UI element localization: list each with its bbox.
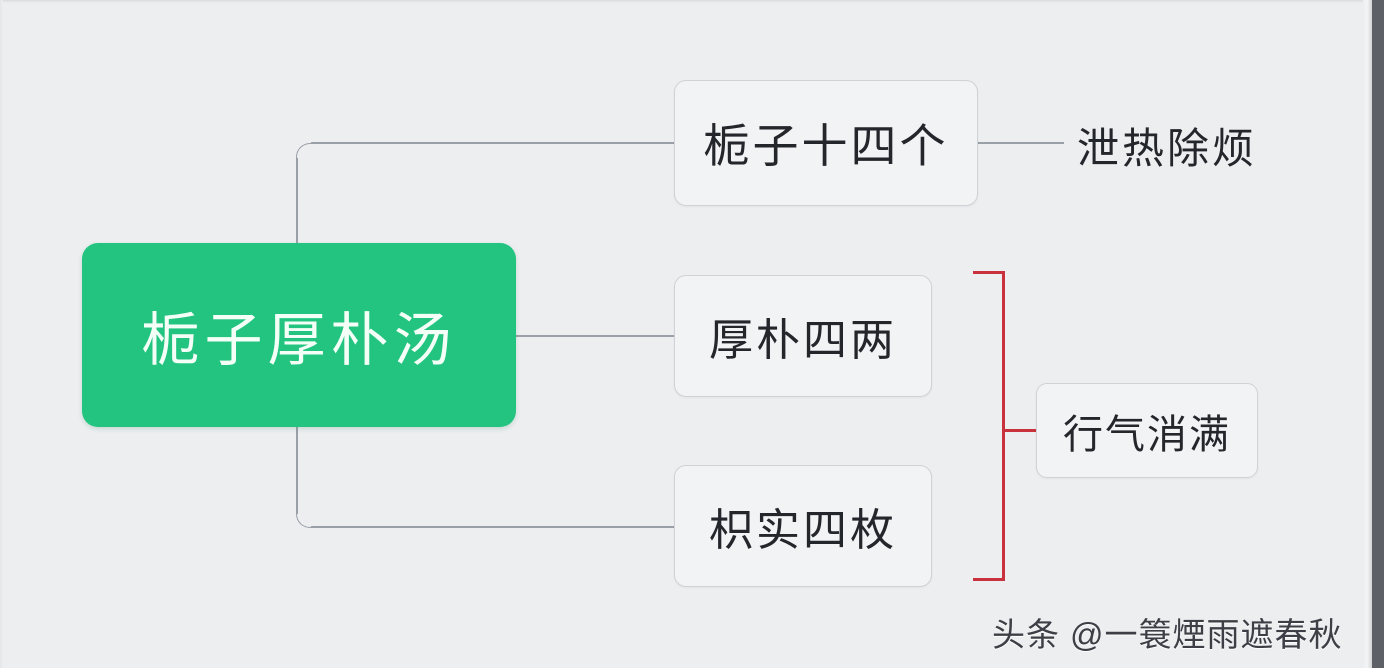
connector-branch-top: [311, 142, 675, 144]
connector-effect-xierechufan: [978, 142, 1064, 144]
branch-node-label: 厚朴四两: [709, 316, 897, 365]
branch-node-zhizi[interactable]: 栀子十四个: [674, 80, 978, 206]
canvas-top-edge: [0, 0, 1384, 4]
effect-label-xierechufan[interactable]: 泄热除烦: [1077, 125, 1258, 172]
connector-corner-bottom: [296, 512, 312, 528]
root-node-zhizi-houpo-tang[interactable]: 栀子厚朴汤: [82, 243, 516, 427]
branch-node-label: 枳实四枚: [709, 506, 897, 555]
connector-spine-upper: [296, 158, 298, 258]
branch-node-zhishi[interactable]: 枳实四枚: [674, 465, 932, 587]
watermark-handle: @一簑煙雨遮春秋: [1070, 616, 1343, 653]
watermark-platform: 头条: [992, 616, 1060, 653]
connector-corner-top: [296, 143, 312, 159]
group-bracket: [973, 271, 1005, 581]
canvas-left-edge: [0, 0, 3, 668]
canvas-right-edge-strip: [1372, 0, 1384, 668]
connector-spine-lower: [296, 412, 298, 514]
group-bracket-stub: [1004, 429, 1038, 432]
effect-node-label: 行气消满: [1063, 412, 1231, 457]
connector-branch-middle: [516, 335, 675, 337]
connector-branch-bottom: [311, 526, 675, 528]
watermark: 头条 @一簑煙雨遮春秋: [992, 608, 1343, 656]
branch-node-houpo[interactable]: 厚朴四两: [674, 275, 932, 397]
effect-node-xingqixiaoman[interactable]: 行气消满: [1036, 383, 1258, 478]
branch-node-label: 栀子十四个: [703, 120, 949, 172]
root-node-label: 栀子厚朴汤: [141, 308, 457, 373]
canvas-right-edge-highlight: [1363, 0, 1372, 668]
